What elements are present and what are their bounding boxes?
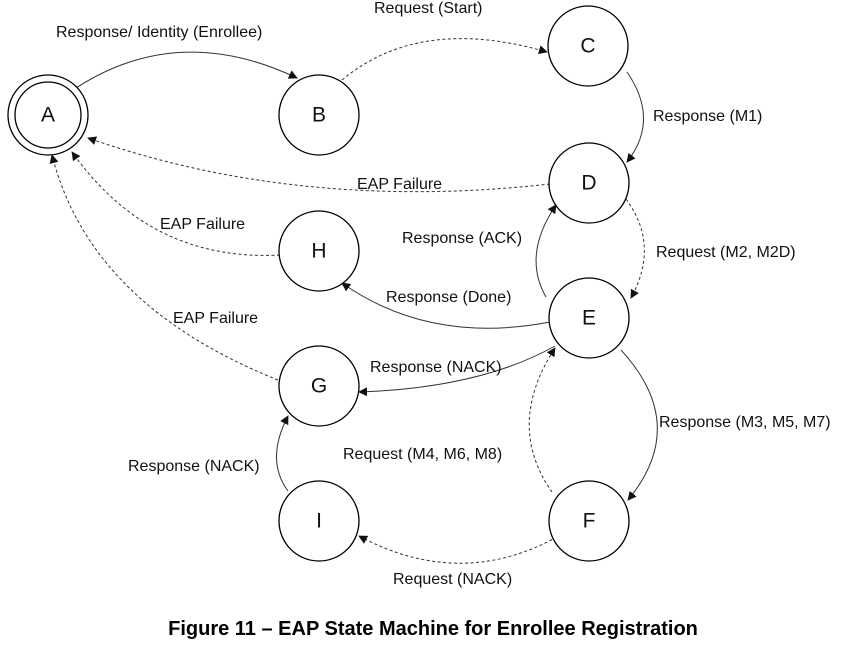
edge-f-to-e [528, 347, 556, 493]
edge-c-to-d [626, 71, 644, 163]
edge-i-to-g [276, 415, 289, 492]
state-d-label: D [581, 172, 596, 195]
label-d-to-e: Request (M2, M2D) [656, 244, 796, 261]
label-a-to-b: Response/ Identity (Enrollee) [56, 24, 262, 41]
edge-b-to-c [341, 38, 548, 81]
state-c: C [547, 5, 629, 87]
edge-e-to-h [341, 282, 551, 329]
figure-caption: Figure 11 – EAP State Machine for Enroll… [168, 618, 698, 640]
state-b-label: B [312, 104, 326, 127]
state-a-label: A [41, 104, 55, 127]
label-e-to-d: Response (ACK) [402, 230, 522, 247]
label-c-to-d: Response (M1) [653, 108, 762, 125]
state-a: A [7, 74, 89, 156]
edge-h-to-a [71, 151, 281, 256]
edge-e-to-f [620, 349, 658, 501]
label-g-to-a: EAP Failure [173, 310, 258, 327]
state-f-label: F [583, 510, 596, 533]
label-i-to-g: Response (NACK) [128, 458, 260, 475]
edge-e-to-d [535, 204, 557, 298]
label-h-to-a: EAP Failure [160, 216, 245, 233]
label-f-to-e: Request (M4, M6, M8) [343, 446, 502, 463]
label-d-to-a: EAP Failure [357, 176, 442, 193]
label-e-to-f: Response (M3, M5, M7) [659, 414, 831, 431]
state-b: B [278, 74, 360, 156]
state-g: G [278, 345, 360, 427]
state-d: D [548, 142, 630, 224]
edge-g-to-a [49, 154, 279, 381]
state-h-label: H [311, 240, 326, 263]
edge-d-to-a [87, 136, 551, 193]
state-c-label: C [580, 35, 595, 58]
state-f: F [548, 480, 630, 562]
state-e: E [548, 277, 630, 359]
edge-f-to-i [358, 535, 558, 564]
state-e-label: E [582, 307, 596, 330]
edge-d-to-e [625, 198, 645, 299]
state-h: H [278, 210, 360, 292]
label-b-to-c: Request (Start) [374, 0, 482, 17]
state-i: I [278, 480, 360, 562]
state-i-label: I [316, 510, 322, 533]
label-f-to-i: Request (NACK) [393, 571, 512, 588]
label-e-to-g: Response (NACK) [370, 359, 502, 376]
edge-a-to-b [69, 51, 298, 93]
edge-e-to-g [358, 345, 556, 397]
state-g-label: G [311, 375, 327, 398]
label-e-to-h: Response (Done) [386, 289, 511, 306]
